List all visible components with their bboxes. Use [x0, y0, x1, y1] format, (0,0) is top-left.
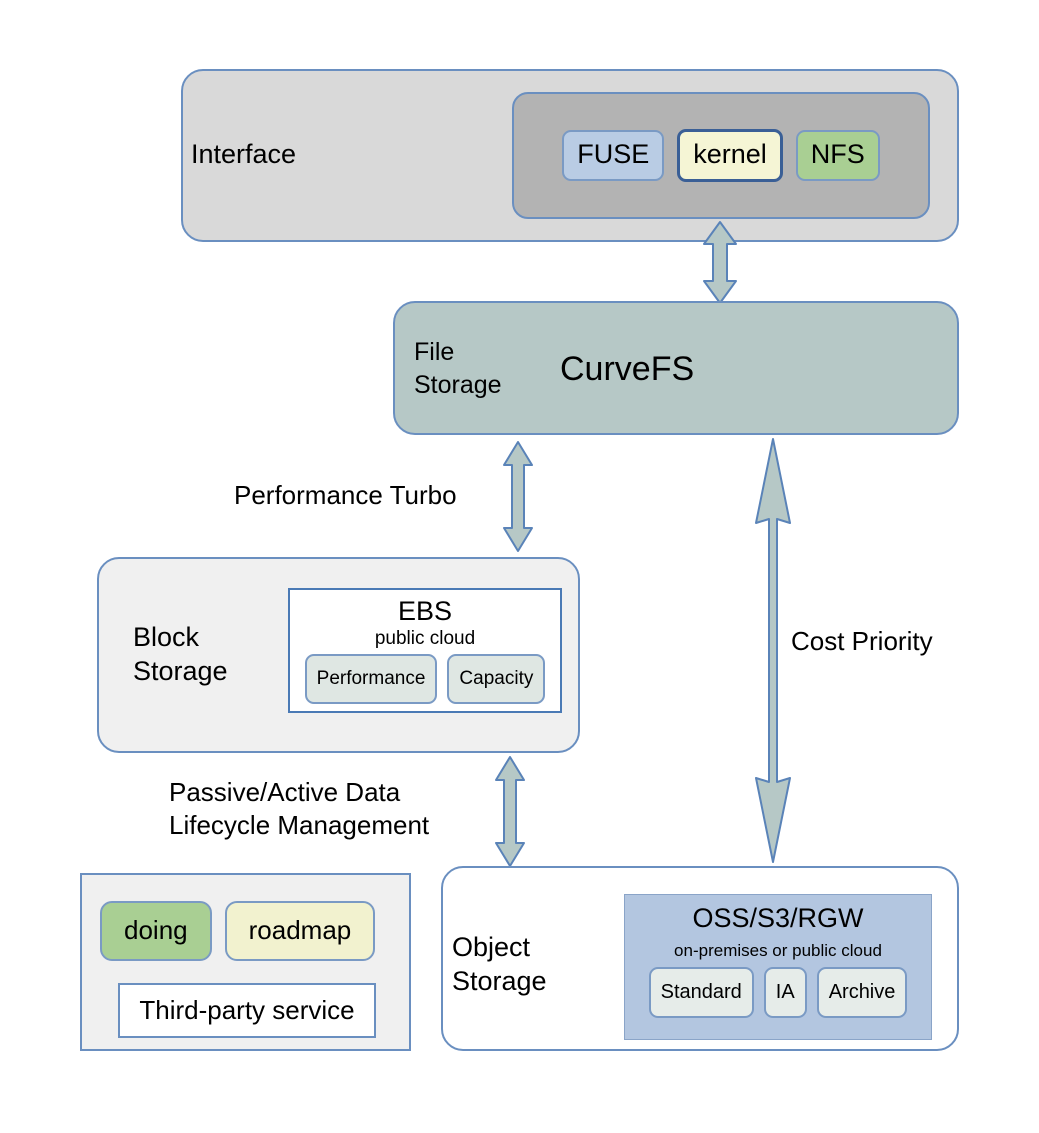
oss-tier-chips: Standard IA Archive [631, 967, 925, 1018]
ebs-tier-performance[interactable]: Performance [304, 654, 438, 704]
legend-panel: doing roadmap Third-party service [80, 873, 411, 1051]
ebs-tier-capacity[interactable]: Capacity [447, 654, 546, 704]
oss-title: OSS/S3/RGW [692, 903, 864, 933]
block-storage-category-label: Block Storage [133, 622, 228, 686]
oss-subtitle: on-premises or public cloud [674, 941, 882, 960]
interface-label: Interface [191, 139, 297, 169]
bidirectional-arrow-icon [755, 438, 791, 863]
ebs-tier-chips: Performance Capacity [300, 654, 550, 704]
oss-tier-standard[interactable]: Standard [648, 967, 754, 1018]
badge-kernel[interactable]: kernel [677, 129, 783, 182]
legend-badge-doing: doing [100, 901, 212, 961]
curvefs-category-label: File Storage [414, 338, 502, 399]
connector-label-lifecycle: Passive/Active Data Lifecycle Management [169, 777, 430, 840]
interface-protocol-group: FUSE kernel NFS [512, 92, 930, 219]
curvefs-title: CurveFS [560, 350, 695, 388]
bidirectional-arrow-icon [703, 221, 737, 304]
curvefs-panel [393, 301, 959, 435]
connector-interface-curvefs [699, 220, 741, 305]
object-storage-category-label: Object Storage [452, 932, 547, 996]
legend-badge-roadmap: roadmap [224, 901, 376, 961]
connector-label-performance-turbo: Performance Turbo [234, 480, 457, 510]
legend-status-row: doing roadmap [100, 901, 376, 961]
oss-tier-archive[interactable]: Archive [816, 967, 908, 1018]
bidirectional-arrow-icon [503, 441, 533, 552]
legend-third-party-service: Third-party service [118, 983, 376, 1038]
ebs-subtitle: public cloud [374, 628, 476, 649]
connector-curvefs-object [750, 437, 796, 864]
connector-curvefs-block [500, 440, 536, 553]
oss-tier-ia[interactable]: IA [763, 967, 807, 1018]
badge-fuse[interactable]: FUSE [562, 130, 665, 181]
connector-label-cost-priority: Cost Priority [791, 626, 933, 656]
ebs-product-box: EBS public cloud Performance Capacity [288, 588, 562, 713]
ebs-title: EBS [397, 596, 453, 626]
oss-product-box: OSS/S3/RGW on-premises or public cloud S… [624, 894, 932, 1040]
badge-nfs[interactable]: NFS [795, 130, 880, 181]
